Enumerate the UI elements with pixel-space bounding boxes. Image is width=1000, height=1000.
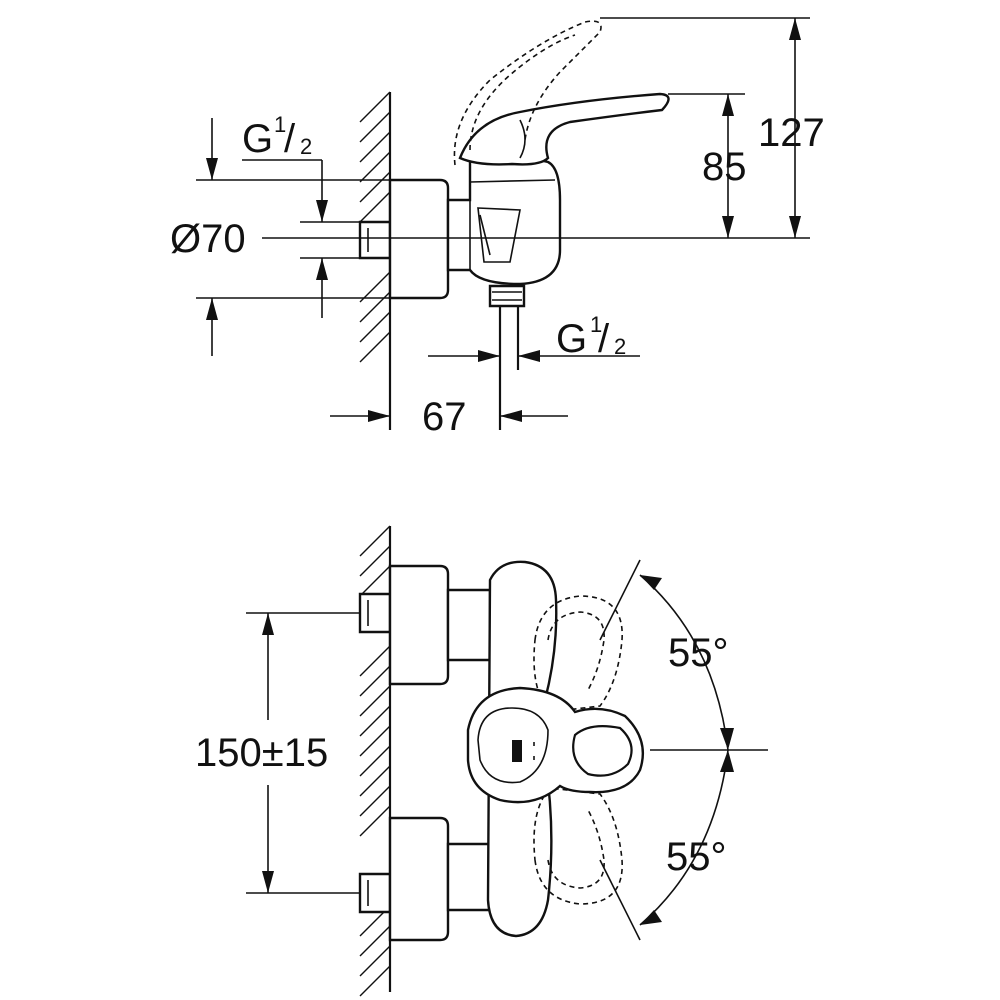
thread-outlet-label: G 1 / 2 (556, 312, 626, 361)
svg-text:1: 1 (590, 312, 602, 337)
front-lever (466, 686, 645, 804)
lower-rosette (388, 816, 450, 942)
svg-text:2: 2 (300, 134, 312, 159)
lever-swing-upper (533, 595, 623, 713)
thread-inlet-label: G 1 / 2 (242, 112, 312, 161)
svg-text:/: / (284, 117, 296, 161)
svg-text:2: 2 (614, 334, 626, 359)
lever-indicator (512, 740, 522, 762)
angle-arc-lower (639, 749, 729, 926)
lever-grip-opening (572, 725, 633, 777)
svg-text:G: G (556, 317, 587, 361)
dim-127-label: 127 (758, 111, 825, 155)
mixer-body (446, 154, 562, 286)
angle-upper-label: 55° (668, 631, 729, 675)
upper-rosette (388, 564, 450, 686)
angle-ray-lower (599, 859, 641, 941)
dim-67-label: 67 (422, 395, 467, 439)
upper-connector (358, 592, 392, 634)
dim-85-label: 85 (702, 145, 747, 189)
front-view: 150±15 55° 55° (195, 525, 768, 997)
dim-diameter-70-label: Ø70 (170, 217, 246, 261)
side-view: 127 85 67 Ø70 G 1 / 2 G 1 / 2 (170, 17, 825, 439)
inlet-connector (358, 220, 392, 260)
lever-swing-lower (533, 787, 623, 905)
wall-side (359, 91, 392, 430)
svg-text:G: G (242, 117, 273, 161)
lever-handle (458, 92, 670, 166)
angle-arc-upper (639, 574, 729, 751)
svg-text:/: / (598, 317, 610, 361)
outlet-nut (488, 284, 526, 308)
angle-ray-upper (599, 559, 641, 641)
svg-text:1: 1 (274, 112, 286, 137)
dim-150-label: 150±15 (195, 731, 328, 775)
angle-lower-label: 55° (666, 835, 727, 879)
lower-connector (358, 872, 392, 914)
escutcheon (388, 178, 450, 300)
